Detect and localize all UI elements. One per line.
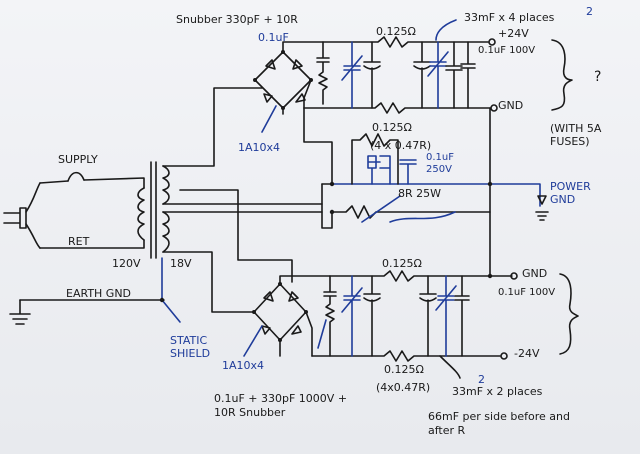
gnd-bot-label: GND [522,267,548,280]
transformer-core [150,161,157,259]
r-top-b-label: 0.125Ω [372,121,412,134]
fuse-note: (WITH 5A FUSES) [550,122,602,148]
caps-top [341,41,476,109]
rail-minus [311,350,508,362]
annotation-arrows [243,19,461,379]
power-ground-network [321,133,549,223]
res-bank-top-label: (4 x 0.47R) [370,139,432,152]
right-rails [303,107,491,277]
caps-bottom-label: 33mF x 2 places [452,385,543,398]
earth-gnd-label: EARTH GND [66,287,132,300]
secondary-winding-upper [162,165,170,205]
caps-bottom [341,275,470,357]
primary-winding [137,187,145,241]
bridge-bottom-label: 1A10x4 [222,359,265,372]
fuse-question-mark: ? [594,69,602,85]
r-bot-b-label: 0.125Ω [384,363,424,376]
bridge-top-wiring [282,41,324,115]
supply-label: SUPPLY [58,153,98,166]
bridge-bottom [252,282,308,342]
plus-24v-label: +24V [498,27,529,40]
bridge-top-label: 1A10x4 [238,141,281,154]
ret-label: RET [68,235,90,248]
fuse-brace [551,39,573,111]
secondary-leads [162,87,323,313]
r-bot-a-label: 0.125Ω [382,257,422,270]
snubber-top [316,41,330,105]
bridge-bottom-wiring [279,275,331,357]
ceramic-bot-label: 0.1uF 100V [498,287,556,298]
mains-plug [3,182,41,249]
ceramic-top-label: 0.1uF 100V [478,45,536,56]
minus-24v-label: -24V [514,347,540,360]
snubber-bottom-label: 0.1uF + 330pF 1000V + 10R Snubber [214,392,348,419]
rail-plus [322,36,496,48]
static-shield-label: STATIC SHIELD [170,334,211,360]
gnd-top-label: GND [498,99,524,112]
mark-2b: 2 [478,373,485,386]
rail-gnd-bottom [329,270,518,282]
supply-line [39,171,145,189]
secondary-winding-lower [162,211,170,253]
return-line [39,239,145,249]
res-bank-bottom-label: (4x0.47R) [376,381,431,394]
caps-top-label: 33mF x 4 places [464,11,555,24]
rail-gnd-top [303,102,498,114]
snubber-top-label: Snubber 330pF + 10R [176,13,298,26]
earth-ground [9,297,165,325]
snubber-bottom [323,275,337,357]
per-side-note: 66mF per side before and after R [428,410,570,437]
v18-label: 18V [170,257,192,270]
mark-2a: 2 [586,5,593,18]
power-gnd-label: POWER GND [550,180,591,206]
cap-top-note: 0.1uF [258,31,289,44]
rail-brace-bottom [559,273,579,355]
v120-label: 120V [112,257,141,270]
r-8r-label: 8R 25W [398,187,442,200]
r-top-a-label: 0.125Ω [376,25,416,38]
cap-mid-label: 0.1uF 250V [426,152,454,175]
